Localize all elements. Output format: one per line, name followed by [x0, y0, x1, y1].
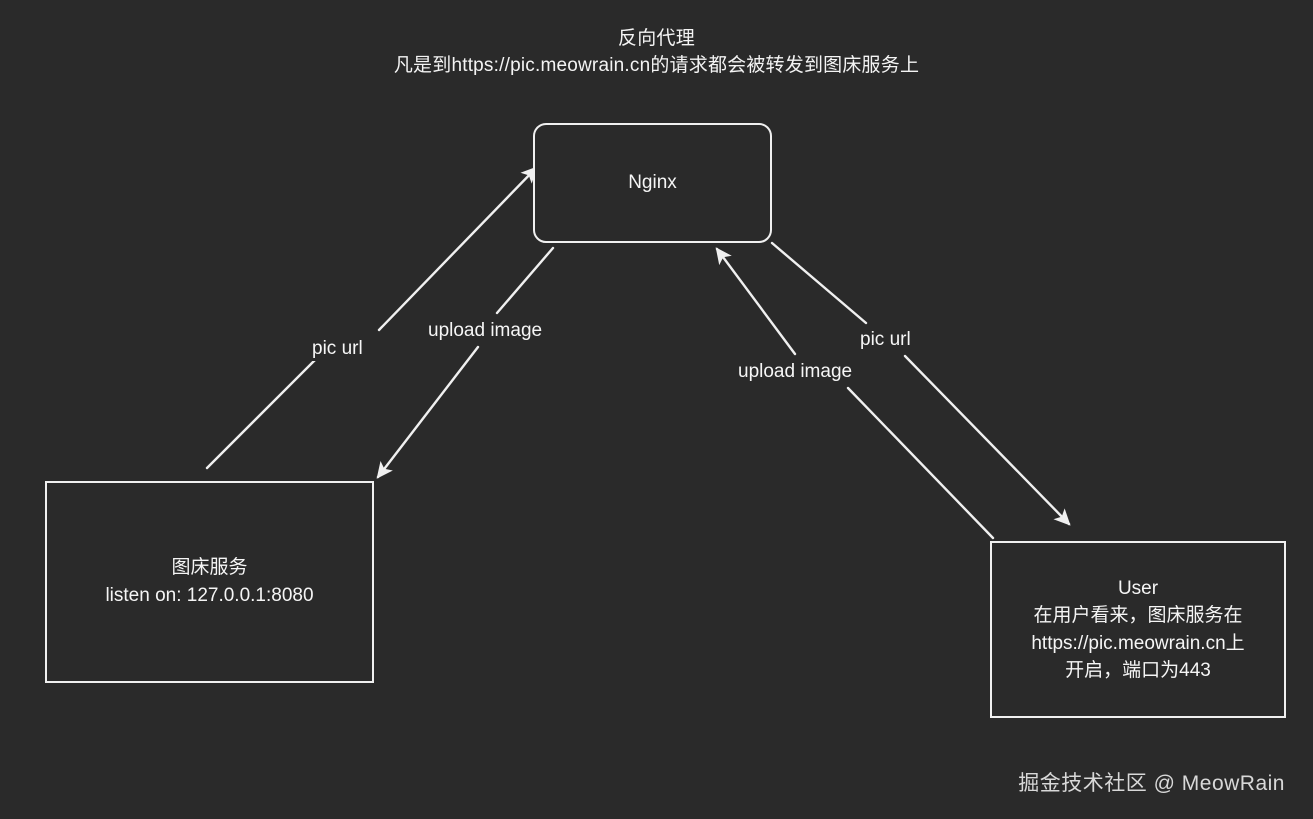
edge-label-picurl-right: pic url	[855, 328, 916, 352]
edge-label-upload-image-left: upload image	[423, 319, 548, 343]
node-nginx[interactable]: Nginx	[533, 123, 772, 243]
watermark: 掘金技术社区 @ MeowRain	[1018, 772, 1285, 795]
node-user[interactable]: User 在用户看来，图床服务在 https://pic.meowrain.cn…	[990, 541, 1286, 718]
diagram-title-line-2: 凡是到https://pic.meowrain.cn的请求都会被转发到图床服务上	[393, 54, 920, 76]
node-user-desc-line-2: https://pic.meowrain.cn上	[1031, 632, 1245, 654]
diagram-title: 反向代理 凡是到https://pic.meowrain.cn的请求都会被转发到…	[0, 26, 1313, 80]
node-user-desc-line-1: 在用户看来，图床服务在	[1033, 605, 1243, 627]
edge-picurl-image-service-to-nginx	[205, 166, 538, 470]
node-user-desc-line-3: 开启，端口为443	[1065, 659, 1211, 681]
node-user-body: User 在用户看来，图床服务在 https://pic.meowrain.cn…	[1027, 575, 1248, 684]
edge-upload-user-to-nginx	[715, 247, 995, 540]
node-image-service-listen: listen on: 127.0.0.1:8080	[105, 585, 314, 606]
edge-label-upload-image-right: upload image	[733, 360, 858, 384]
node-nginx-label: Nginx	[628, 172, 677, 193]
node-image-service-body: 图床服务 listen on: 127.0.0.1:8080	[105, 554, 313, 609]
diagram-title-line-1: 反向代理	[617, 28, 696, 49]
node-image-service[interactable]: 图床服务 listen on: 127.0.0.1:8080	[45, 481, 374, 683]
edge-upload-nginx-to-image-service	[376, 246, 555, 479]
node-user-label: User	[1117, 577, 1159, 599]
edge-label-picurl-left: pic url	[307, 337, 368, 361]
node-image-service-label: 图床服务	[171, 557, 248, 579]
